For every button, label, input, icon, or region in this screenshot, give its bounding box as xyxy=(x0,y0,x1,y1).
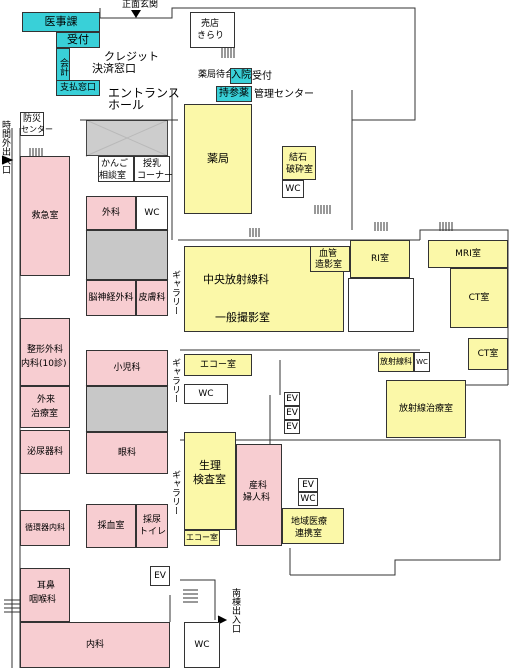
shomen-genkan-label: 正面玄関 xyxy=(122,0,159,10)
kango-sodan-room: かんご 相談室 xyxy=(98,156,134,182)
yakkyoku-machiai-label: 薬局待合 xyxy=(198,70,235,80)
gallery-label-2: ギャラリー xyxy=(170,358,180,403)
kanri-center-label: 管理センター xyxy=(254,89,314,100)
sanka-fujin-room: 産科 婦人科 xyxy=(236,444,282,546)
ct-room-1: CT室 xyxy=(450,268,508,328)
shaft-3 xyxy=(86,386,168,432)
saiketsu-room: 採血室 xyxy=(86,504,136,548)
ganka-room: 眼科 xyxy=(86,432,168,474)
shaft-1 xyxy=(86,120,168,156)
shaft-2 xyxy=(86,230,168,280)
nyuin-uketsuke-counter: 入院 xyxy=(230,68,252,84)
echo-room-1: エコー室 xyxy=(184,354,252,376)
shoni-room: 小児科 xyxy=(86,350,168,386)
echo-room-2: エコー室 xyxy=(184,530,220,546)
bosai-center-room: 防災 センター xyxy=(20,112,53,136)
ri-sub xyxy=(348,278,414,332)
jikangai-label: 時間外出入口 xyxy=(0,120,10,174)
jisan-counter: 持参薬 xyxy=(216,86,252,102)
kekkan-zoei-room: 血管 造影室 xyxy=(310,246,350,272)
ct-room-2: CT室 xyxy=(468,338,508,370)
ev-2: EV xyxy=(284,406,300,420)
chiiki-renkei-room: 地域医療 連携室 xyxy=(282,508,344,544)
kaikei-counter: 会計 xyxy=(56,48,70,86)
nantou-label: 南棟出入口 xyxy=(230,588,240,633)
junkanki-room: 循環器内科 xyxy=(20,510,70,546)
hall-label: ホール xyxy=(108,98,145,112)
mri-room: MRI室 xyxy=(428,240,508,268)
ri-room: RI室 xyxy=(350,240,410,278)
hoshasen-chiryo-room: 放射線治療室 xyxy=(386,380,466,438)
gairai-chiryo-room: 外来 治療室 xyxy=(20,386,70,428)
naika-room: 内科 xyxy=(20,622,170,668)
wc-3: WC xyxy=(184,384,228,404)
ijika-room: 医事課 xyxy=(22,12,100,32)
shiharai-counter: 支払窓口 xyxy=(56,80,100,96)
sainyo-toilet: 採尿 トイレ xyxy=(136,504,168,548)
jibi-inkoka-room: 耳鼻 咽喉科 xyxy=(20,568,70,622)
gallery-label-1: ギャラリー xyxy=(170,270,180,315)
hifu-room: 皮膚科 xyxy=(136,280,168,316)
yakkyoku-room: 薬局 xyxy=(184,104,252,214)
wc-6: WC xyxy=(184,622,220,668)
ev-3: EV xyxy=(284,420,300,434)
ev-5: EV xyxy=(150,566,170,586)
ev-4: EV xyxy=(298,478,318,492)
seikei-naika-room: 整形外科 内科(10診) xyxy=(20,318,70,386)
credit-label: クレジット xyxy=(104,50,159,63)
wc-4: WC xyxy=(414,352,430,372)
hinyo-room: 泌尿器科 xyxy=(20,430,70,474)
ev-1: EV xyxy=(284,392,300,406)
hoshasen-room: 放射線科 xyxy=(378,352,414,372)
nou-geka-room: 脳神経外科 xyxy=(86,280,136,316)
gallery-label-3: ギャラリー xyxy=(170,470,180,515)
nyuin-uketsuke-label: 受付 xyxy=(252,71,272,82)
wc-2: WC xyxy=(136,196,168,230)
wc-1: WC xyxy=(282,180,304,198)
wc-5: WC xyxy=(298,492,318,506)
kesseki-haisai-room: 結石 破砕室 xyxy=(282,146,316,180)
seiri-kensa-room: 生理 検査室 xyxy=(184,432,236,530)
baiten-room: 売店 きらり xyxy=(190,12,235,48)
credit-window-label: 決済窓口 xyxy=(92,62,136,75)
kyukyu-room: 救急室 xyxy=(20,156,70,276)
uketsuke-counter: 受付 xyxy=(56,32,100,48)
entrance-label: エントランス xyxy=(108,86,180,100)
junyu-corner: 授乳 コーナー xyxy=(134,156,173,182)
geka-room: 外科 xyxy=(86,196,136,230)
